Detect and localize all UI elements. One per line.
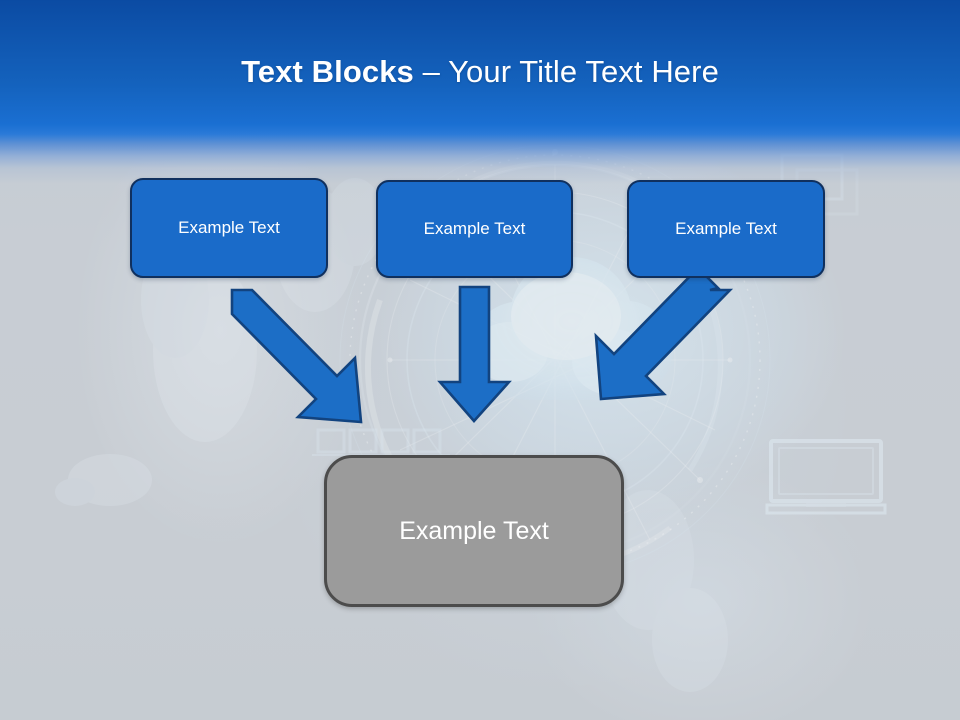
page-title-light: Your Title Text Here [448,54,719,89]
result-block[interactable]: Example Text [324,455,624,607]
text-block-3[interactable]: Example Text [627,180,825,278]
result-block-label: Example Text [399,516,549,545]
laptop-icon [765,439,887,515]
text-block-2-label: Example Text [423,219,526,238]
text-block-1[interactable]: Example Text [130,178,328,278]
text-block-2[interactable]: Example Text [376,180,573,278]
text-block-1-label: Example Text [178,218,280,237]
text-block-3-label: Example Text [675,219,777,238]
header-band [0,0,960,200]
page-title-separator: – [413,54,449,89]
page-title: Text Blocks – Your Title Text Here [0,52,960,92]
page-title-strong: Text Blocks [241,54,414,89]
